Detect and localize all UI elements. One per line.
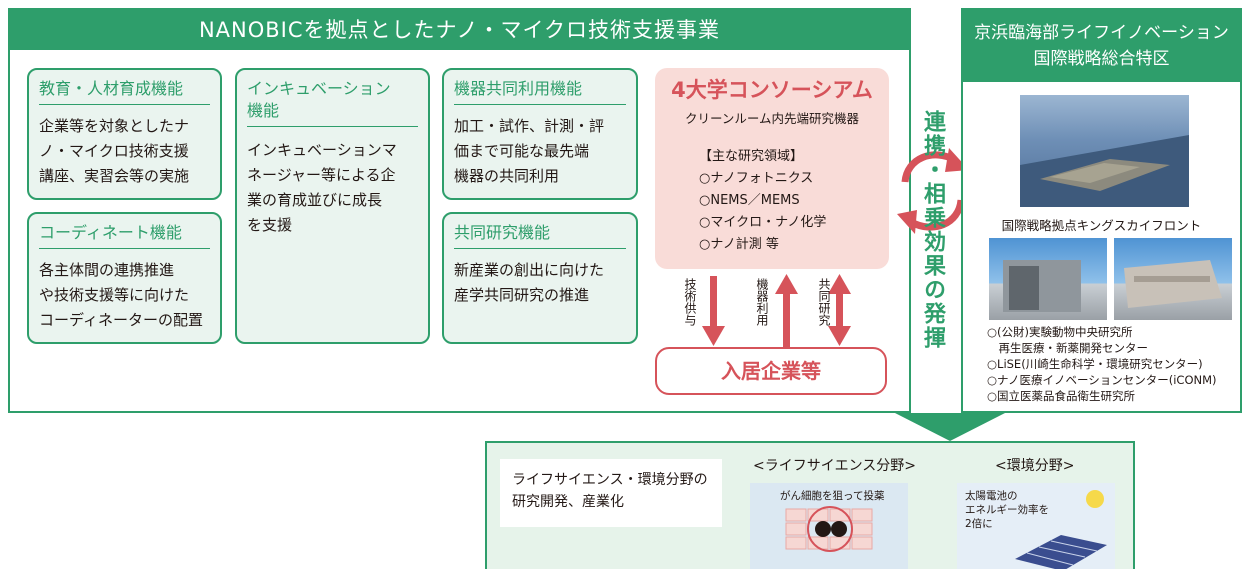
life-science-label: <ライフサイエンス分野> xyxy=(753,458,917,474)
facility-item: ○ナノ医療イノベーションセンター(iCONM) xyxy=(987,373,1217,387)
down-arrow xyxy=(895,413,1005,441)
solar-caption-line: 2倍に xyxy=(965,518,993,530)
coordinate-line: や技術支援等に向けた xyxy=(39,286,190,304)
education-line: ノ・マイクロ技術支援 xyxy=(39,142,189,160)
shared-equipment-body: 加工・試作、計測・評 価まで可能な最先端 機器の共同利用 xyxy=(454,114,628,189)
outcome-summary: ライフサイエンス・環境分野の 研究開発、産業化 xyxy=(500,459,722,527)
consortium-subtitle: クリーンルーム内先端研究機器 xyxy=(684,111,859,126)
research-field: ○ナノ計測 等 xyxy=(699,237,779,252)
consortium-box: 4大学コンソーシアム クリーンルーム内先端研究機器 【主な研究領域】 ○ナノフォ… xyxy=(655,68,889,269)
building-photo-1 xyxy=(989,238,1107,320)
facility-list: ○(公財)実験動物中央研究所 再生医療・新薬開発センター ○LiSE(川崎生命科… xyxy=(987,324,1217,404)
shared-equipment-title: 機器共同利用機能 xyxy=(454,78,626,105)
research-field: 【主な研究領域】 xyxy=(699,149,804,164)
incubation-title: インキュベーション 機能 xyxy=(247,78,418,127)
facility-item: ○LiSE(川崎生命科学・環境研究センター) xyxy=(987,357,1203,371)
special-zone-title-line: 京浜臨海部ライフイノベーション xyxy=(974,23,1229,43)
joint-research-line: 新産業の創出に向けた xyxy=(454,261,605,279)
arrow-bidirectional-research xyxy=(828,274,851,346)
coordinate-body: 各主体間の連携推進 や技術支援等に向けた コーディネーターの配置 xyxy=(39,258,212,333)
arrow-down-technology xyxy=(702,276,725,346)
special-zone-panel: 京浜臨海部ライフイノベーション 国際戦略総合特区 国際戦略拠点キングスカイフロン… xyxy=(961,8,1242,413)
joint-research-line: 産学共同研究の推進 xyxy=(454,286,590,304)
education-line: 講座、実習会等の実施 xyxy=(39,167,190,185)
research-field: ○ナノフォトニクス xyxy=(699,171,814,186)
solar-caption-line: エネルギー効率を xyxy=(965,504,1049,516)
building-graphic-2 xyxy=(1124,260,1222,308)
coordinate-line: 各主体間の連携推進 xyxy=(39,261,175,279)
coordinate-title: コーディネート機能 xyxy=(39,222,210,249)
education-line: 企業等を対象としたナ xyxy=(39,117,190,135)
flow-arrows xyxy=(702,274,851,348)
shared-equipment-line: 価まで可能な最先端 xyxy=(454,142,590,160)
outcome-section: ライフサイエンス・環境分野の 研究開発、産業化 <ライフサイエンス分野> がん細… xyxy=(485,441,1135,569)
cancer-illustration: がん細胞を狙って投薬 xyxy=(750,483,908,569)
shared-equipment-line: 機器の共同利用 xyxy=(454,167,560,185)
aerial-caption: 国際戦略拠点キングスカイフロント xyxy=(1001,218,1202,233)
solar-caption-line: 太陽電池の xyxy=(965,490,1018,502)
education-body: 企業等を対象としたナ ノ・マイクロ技術支援 講座、実習会等の実施 xyxy=(39,114,212,189)
outcome-summary-line: 研究開発、産業化 xyxy=(512,494,624,510)
building-photo-2 xyxy=(1114,238,1232,320)
building-graphic-1 xyxy=(1003,260,1081,312)
education-box: 教育・人材育成機能 企業等を対象としたナ ノ・マイクロ技術支援 講座、実習会等の… xyxy=(27,68,222,200)
research-field: ○マイクロ・ナノ化学 xyxy=(699,215,827,230)
outcome-summary-line: ライフサイエンス・環境分野の xyxy=(512,472,708,488)
sun-icon xyxy=(1086,490,1104,508)
incubation-body: インキュベーションマ ネージャー等による企 業の育成並びに成長 を支援 xyxy=(247,138,420,238)
facility-item: ○(公財)実験動物中央研究所 xyxy=(987,325,1133,339)
education-title: 教育・人材育成機能 xyxy=(39,78,210,105)
synergy-label: 連携・相乗効果の発揮 xyxy=(920,110,945,350)
incubation-title-line: 機能 xyxy=(247,101,280,120)
joint-research-box: 共同研究機能 新産業の創出に向けた 産学共同研究の推進 xyxy=(442,212,638,344)
shared-equipment-line: 加工・試作、計測・評 xyxy=(454,117,605,135)
special-zone-title: 京浜臨海部ライフイノベーション 国際戦略総合特区 xyxy=(963,10,1240,82)
research-field: ○NEMS／MEMS xyxy=(699,193,800,208)
arrow-up-equipment xyxy=(775,274,798,348)
incubation-line: を支援 xyxy=(247,216,293,234)
flow-label-technology: 技術供与 xyxy=(683,278,697,326)
incubation-title-line: インキュベーション xyxy=(247,79,391,98)
aerial-photo-graphic xyxy=(1020,135,1189,207)
environment-label: <環境分野> xyxy=(995,458,1075,474)
flow-label-research: 共同研究 xyxy=(817,278,831,326)
solar-illustration: 太陽電池の エネルギー効率を 2倍に xyxy=(957,483,1115,569)
research-fields: 【主な研究領域】 ○ナノフォトニクス ○NEMS／MEMS ○マイクロ・ナノ化学… xyxy=(699,146,826,256)
facility-item: ○国立医薬品食品衛生研究所 xyxy=(987,389,1136,403)
solar-caption: 太陽電池の エネルギー効率を 2倍に xyxy=(965,489,1049,531)
shared-equipment-box: 機器共同利用機能 加工・試作、計測・評 価まで可能な最先端 機器の共同利用 xyxy=(442,68,638,200)
aerial-photo xyxy=(1020,95,1189,207)
incubation-line: ネージャー等による企 xyxy=(247,166,396,184)
consortium-title: 4大学コンソーシアム xyxy=(671,78,873,102)
section-title: NANOBICを拠点としたナノ・マイクロ技術支援事業 xyxy=(10,10,909,50)
tenant-box: 入居企業等 xyxy=(655,347,887,395)
joint-research-title: 共同研究機能 xyxy=(454,222,626,249)
flow-label-equipment: 機器利用 xyxy=(755,278,769,326)
cancer-graphic xyxy=(785,506,873,552)
solar-graphic xyxy=(1015,490,1107,569)
joint-research-body: 新産業の創出に向けた 産学共同研究の推進 xyxy=(454,258,628,308)
incubation-line: 業の育成並びに成長 xyxy=(247,191,383,209)
special-zone-title-line: 国際戦略総合特区 xyxy=(1033,49,1170,69)
cancer-caption: がん細胞を狙って投薬 xyxy=(780,490,885,502)
incubation-box: インキュベーション 機能 インキュベーションマ ネージャー等による企 業の育成並… xyxy=(235,68,430,344)
coordinate-line: コーディネーターの配置 xyxy=(39,311,203,329)
coordinate-box: コーディネート機能 各主体間の連携推進 や技術支援等に向けた コーディネーターの… xyxy=(27,212,222,344)
incubation-line: インキュベーションマ xyxy=(247,141,397,159)
facility-item: 再生医療・新薬開発センター xyxy=(987,341,1148,355)
